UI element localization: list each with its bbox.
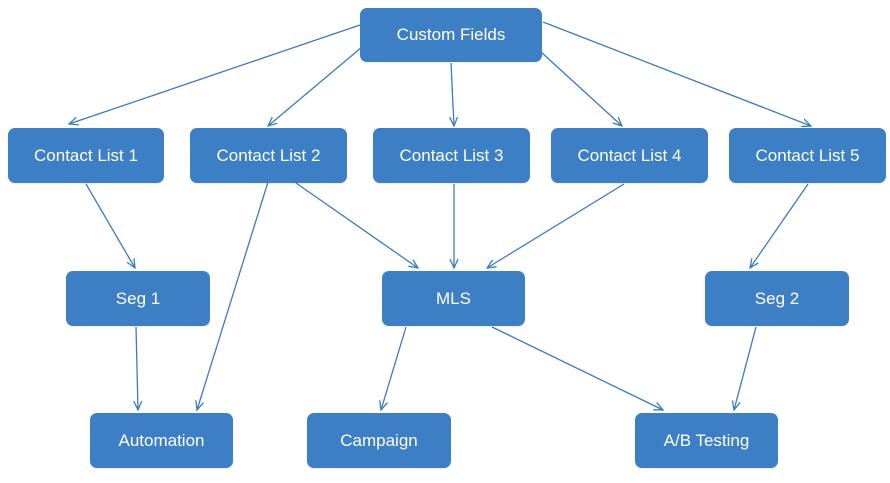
node-contact-list-4: Contact List 4	[551, 128, 708, 183]
edge-custom-fields-to-contact-list-5	[542, 21, 811, 126]
node-ab-testing: A/B Testing	[635, 413, 778, 468]
edge-contact-list-5-to-seg-2	[750, 183, 809, 268]
edge-custom-fields-to-contact-list-2	[268, 46, 363, 126]
edge-mls-to-campaign	[381, 326, 407, 410]
edge-contact-list-4-to-mls	[487, 183, 625, 268]
node-seg-1: Seg 1	[66, 271, 210, 326]
edge-seg-1-to-automation	[136, 326, 138, 410]
edge-mls-to-ab-testing	[491, 326, 663, 410]
node-contact-list-5: Contact List 5	[729, 128, 886, 183]
node-mls: MLS	[382, 271, 525, 326]
node-custom-fields: Custom Fields	[360, 8, 542, 62]
edge-contact-list-2-to-automation	[197, 181, 269, 410]
node-campaign: Campaign	[307, 413, 451, 468]
edge-contact-list-2-to-mls	[295, 182, 418, 268]
node-contact-list-2: Contact List 2	[190, 128, 347, 183]
edge-contact-list-1-to-seg-1	[85, 183, 135, 268]
node-automation: Automation	[90, 413, 233, 468]
edge-custom-fields-to-contact-list-3	[451, 62, 454, 126]
edge-seg-2-to-ab-testing	[734, 326, 757, 410]
node-contact-list-1: Contact List 1	[8, 128, 164, 183]
node-contact-list-3: Contact List 3	[373, 128, 530, 183]
edge-custom-fields-to-contact-list-4	[540, 51, 622, 126]
edge-custom-fields-to-contact-list-1	[69, 24, 361, 124]
node-seg-2: Seg 2	[705, 271, 849, 326]
